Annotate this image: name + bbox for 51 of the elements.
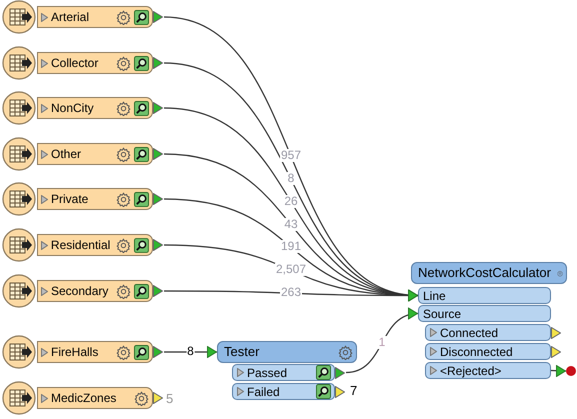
- node-label: Disconnected: [440, 344, 513, 358]
- reader-box: [37, 143, 153, 165]
- reader-box: [37, 52, 153, 74]
- port-box: [425, 324, 551, 341]
- connector: [164, 289, 418, 302]
- reader-box: [37, 188, 153, 210]
- node-label: Private: [51, 192, 88, 206]
- reader-box: [37, 280, 153, 302]
- port-box: [232, 364, 335, 381]
- node-label: NetworkCostCalculator: [418, 266, 551, 280]
- edge-label: 263: [280, 286, 302, 300]
- edge-label: 43: [283, 218, 299, 231]
- edge-label: 8: [286, 172, 296, 186]
- transformer-box: [217, 341, 357, 363]
- edge-label: 957: [280, 149, 302, 162]
- reader-box: [37, 341, 153, 363]
- edge-label: 2,507: [274, 263, 308, 276]
- connector: [551, 364, 566, 377]
- port-box: [425, 343, 551, 360]
- node-label: FireHalls: [51, 345, 98, 359]
- reader-box: [37, 6, 153, 28]
- node-label: Line: [423, 288, 446, 302]
- node-label: Secondary: [51, 284, 108, 298]
- port-box: [425, 362, 551, 379]
- reader-box: [37, 97, 153, 119]
- edge-label: 1: [378, 336, 386, 349]
- count-label: 7: [350, 384, 358, 398]
- node-label: Arterial: [51, 10, 90, 24]
- count-label: 5: [166, 392, 174, 406]
- connector: [346, 308, 418, 374]
- node-label: MedicZones: [51, 391, 116, 405]
- node-label: Source: [423, 306, 462, 320]
- node-label: Passed: [247, 366, 288, 380]
- transformer-box: [411, 262, 567, 284]
- node-label: Collector: [51, 56, 98, 70]
- node-label: Residential: [50, 238, 110, 252]
- node-label: <Rejected>: [440, 364, 502, 378]
- node-label: NonCity: [51, 101, 94, 115]
- node-label: Connected: [440, 326, 498, 340]
- reader-box: [37, 234, 153, 256]
- node-label: Other: [51, 147, 82, 161]
- port-box: [418, 305, 551, 322]
- node-label: Tester: [224, 345, 260, 359]
- edge-label: 8: [186, 345, 195, 358]
- edge-label: 26: [283, 194, 299, 208]
- node-label: Failed: [247, 384, 280, 398]
- reader-box: [37, 387, 153, 409]
- edge-label: 191: [280, 240, 302, 254]
- port-box: [232, 383, 335, 400]
- connector: [164, 346, 217, 358]
- port-box: [418, 287, 551, 304]
